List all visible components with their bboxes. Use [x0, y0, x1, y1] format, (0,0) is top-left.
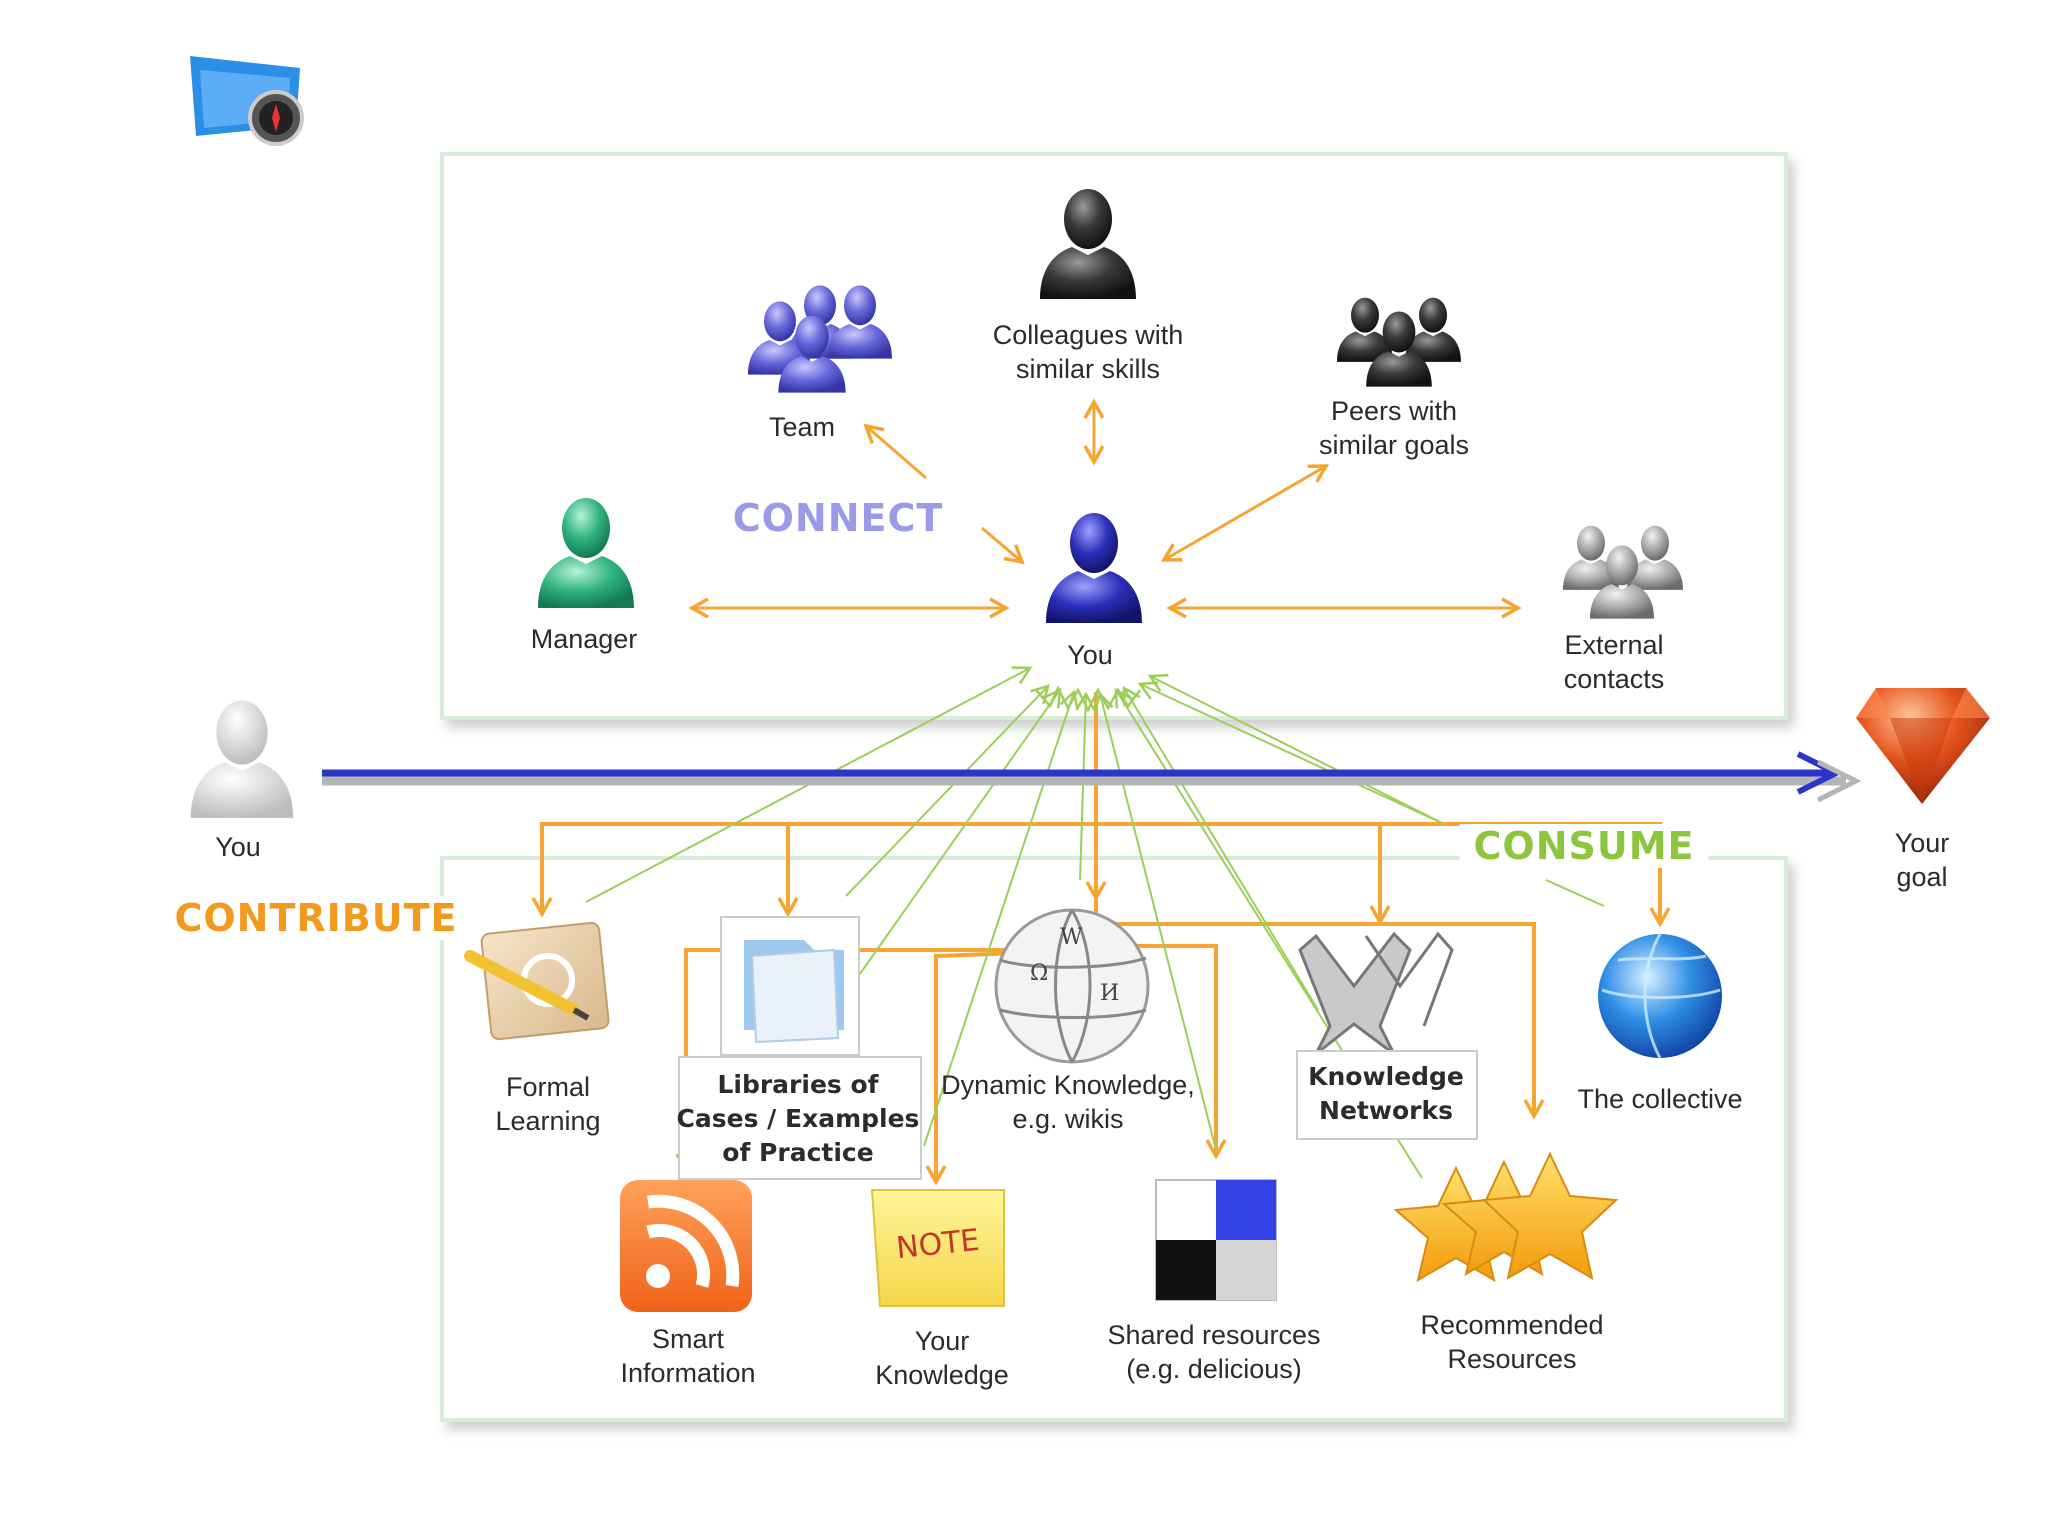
- connect-label: CONNECT: [732, 496, 944, 540]
- connect-panel: [440, 152, 1788, 720]
- gem-icon: [1856, 688, 1990, 804]
- rss-icon: [620, 1180, 752, 1312]
- team-label: Team: [768, 412, 836, 442]
- delicious-icon: [1155, 1179, 1277, 1301]
- manager-label: Manager: [530, 624, 638, 654]
- peers-label: Peers with similar goals: [1318, 396, 1470, 460]
- folder-icon: [744, 940, 844, 1044]
- globe-icon: [1598, 933, 1722, 1059]
- svg-text:NOTE: NOTE: [895, 1223, 982, 1267]
- network-figures-icon: [1298, 931, 1454, 1056]
- you-person-icon: [1046, 513, 1142, 623]
- you-left-label: You: [215, 832, 261, 862]
- smart-information-label: Smart Information: [620, 1324, 756, 1388]
- goal-label: Your goal: [1894, 828, 1950, 892]
- formal-learning-label: Formal Learning: [495, 1072, 601, 1136]
- svg-text:Ω: Ω: [1030, 961, 1048, 986]
- shared-resources-label: Shared resources (e.g. delicious): [1107, 1320, 1321, 1384]
- notebook-pencil-icon: [464, 921, 610, 1041]
- map-compass-icon: [190, 56, 304, 146]
- sticky-note-icon: NOTE: [870, 1189, 1005, 1307]
- manager-person-icon: [538, 498, 634, 608]
- timeline-arrow: [322, 751, 1862, 803]
- svg-text:И: И: [1100, 981, 1119, 1006]
- you-left-person-icon: [190, 700, 294, 818]
- your-knowledge-label: Your Knowledge: [875, 1326, 1009, 1390]
- contribute-label: CONTRIBUTE: [168, 896, 464, 940]
- external-label: External contacts: [1563, 630, 1665, 694]
- team-group-icon: [748, 285, 892, 393]
- you-burst: [1035, 685, 1141, 713]
- connect-arrows: [688, 398, 1522, 619]
- external-group-icon: [1563, 525, 1683, 619]
- dynamic-knowledge-label: Dynamic Knowledge, e.g. wikis: [941, 1070, 1195, 1134]
- stars-icon: [1393, 1151, 1619, 1283]
- libraries-label-box: [678, 1056, 922, 1180]
- wikipedia-globe-icon: Ω И W: [994, 908, 1150, 1064]
- you-center-label: You: [1067, 640, 1113, 670]
- recommended-label: Recommended Resources: [1420, 1310, 1604, 1374]
- knowledge-networks-label: Knowledge Networks: [1308, 1062, 1464, 1125]
- svg-text:W: W: [1060, 925, 1083, 950]
- consume-label: CONSUME: [1459, 824, 1709, 868]
- peers-group-icon: [1337, 297, 1461, 387]
- colleagues-label: Colleagues with similar skills: [992, 320, 1184, 384]
- libraries-label: Libraries of Cases / Examples of Practic…: [676, 1070, 920, 1167]
- colleague-person-icon: [1040, 189, 1136, 299]
- networks-label-box: [1296, 1050, 1478, 1140]
- collective-label: The collective: [1577, 1084, 1743, 1114]
